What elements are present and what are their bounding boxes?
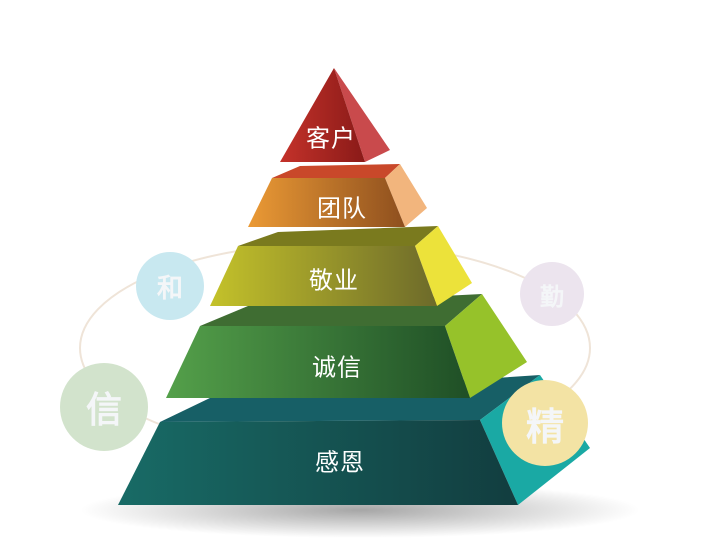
layer-label-customer: 客户	[306, 124, 356, 153]
layer-label-team: 团队	[317, 194, 367, 223]
value-circle-excellence: 精	[502, 380, 588, 466]
value-label-excellence: 精	[525, 404, 564, 449]
value-label-trust: 信	[85, 390, 122, 431]
value-label-diligence: 勤	[540, 282, 564, 311]
value-circle-harmony: 和	[136, 252, 204, 320]
layer-integrity	[166, 294, 527, 398]
layer-dedication	[210, 226, 472, 306]
value-circle-diligence: 勤	[520, 262, 584, 326]
layer-label-dedication: 敬业	[309, 266, 359, 295]
layer-customer	[280, 68, 390, 162]
layer-label-integrity: 诚信	[312, 353, 362, 382]
value-circle-trust: 信	[60, 363, 148, 451]
layer-team	[248, 164, 427, 227]
layer-label-gratitude: 感恩	[315, 448, 365, 477]
value-label-harmony: 和	[156, 273, 183, 304]
